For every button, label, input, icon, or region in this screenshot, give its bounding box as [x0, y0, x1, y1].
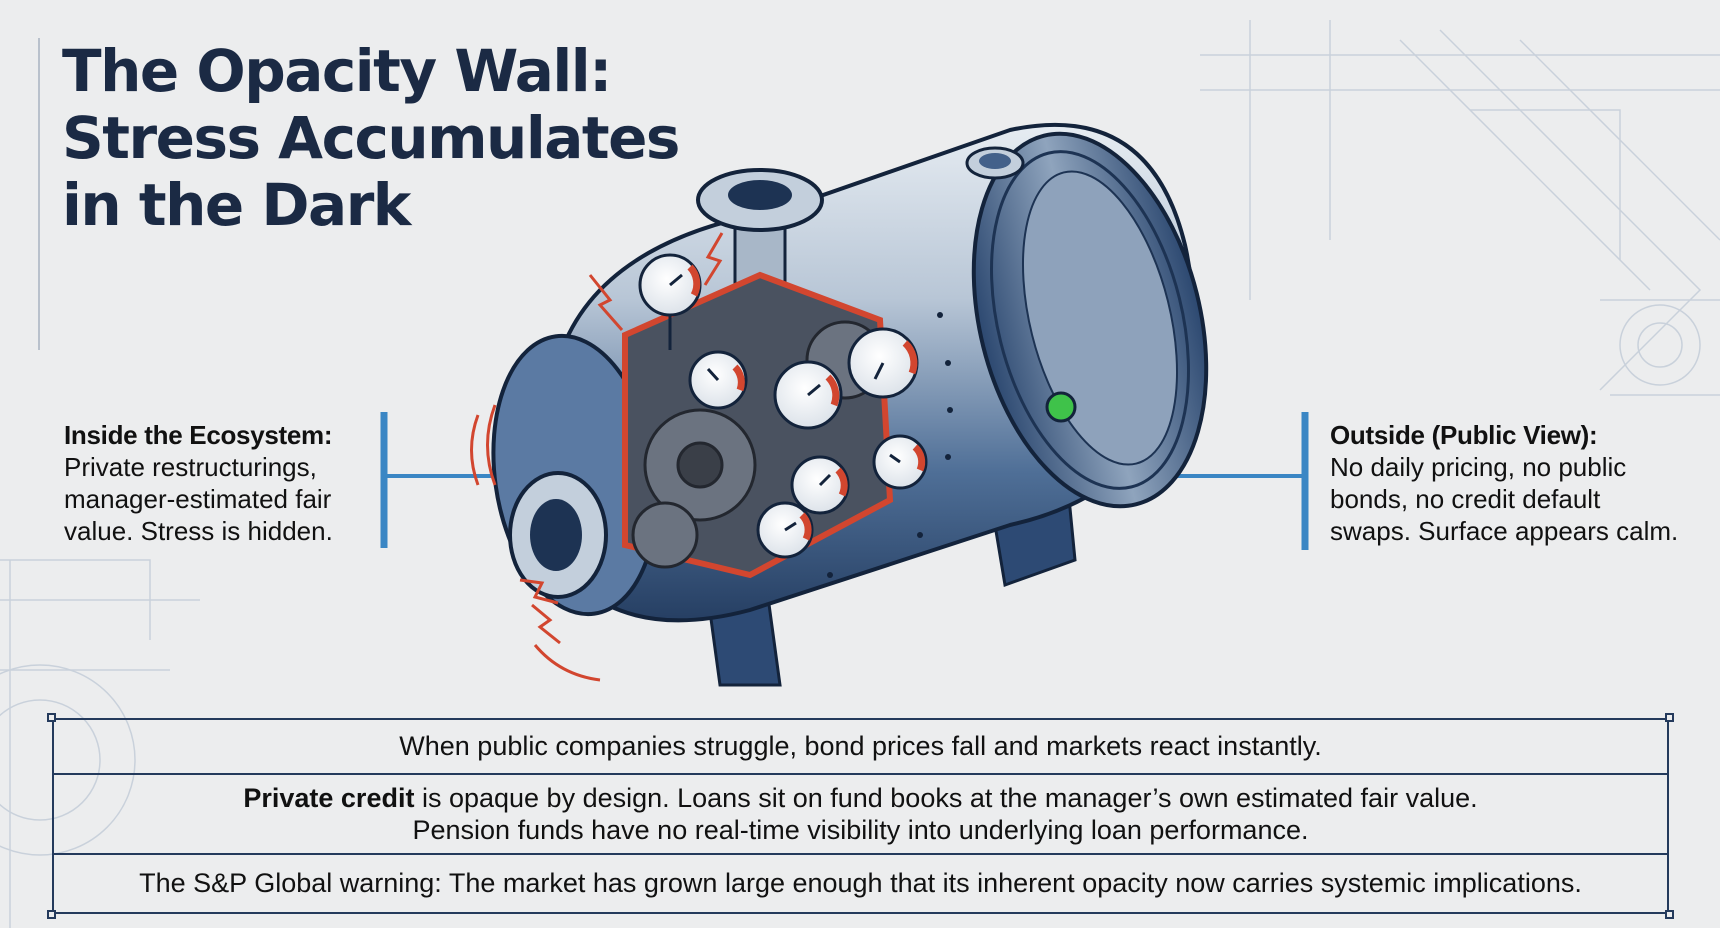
title-rule — [38, 38, 40, 350]
outside-public-view-callout: Outside (Public View): No daily pricing,… — [1330, 419, 1678, 547]
summary-panel: When public companies struggle, bond pri… — [47, 713, 1674, 919]
summary-row-divider — [52, 853, 1669, 855]
panel-corner-marker — [47, 713, 56, 722]
inside-line-2: manager-estimated fair — [64, 484, 332, 514]
page-title: The Opacity Wall: Stress Accumulates in … — [62, 37, 680, 239]
summary-row-private-credit: Private credit is opaque by design. Loan… — [52, 774, 1669, 854]
outside-line-1: No daily pricing, no public — [1330, 452, 1627, 482]
inside-line-3: value. Stress is hidden. — [64, 516, 333, 546]
outside-heading: Outside (Public View): — [1330, 420, 1598, 450]
summary-row-divider — [52, 773, 1669, 775]
inside-heading: Inside the Ecosystem: — [64, 420, 333, 450]
title-line-3: in the Dark — [62, 171, 411, 239]
panel-corner-marker — [1665, 910, 1674, 919]
outside-line-2: bonds, no credit default — [1330, 484, 1601, 514]
private-credit-term: Private credit — [243, 783, 415, 813]
summary-row-public-companies: When public companies struggle, bond pri… — [399, 731, 1322, 761]
inside-ecosystem-callout: Inside the Ecosystem: Private restructur… — [64, 419, 333, 547]
title-line-1: The Opacity Wall: — [62, 37, 612, 105]
private-credit-line-2: Pension funds have no real-time visibili… — [412, 815, 1309, 845]
summary-panel-frame — [52, 718, 1669, 914]
private-credit-line-1: Private credit is opaque by design. Loan… — [52, 782, 1669, 814]
summary-row-sp-warning: The S&P Global warning: The market has g… — [139, 868, 1582, 898]
private-credit-description: is opaque by design. Loans sit on fund b… — [414, 783, 1478, 813]
stress-spark-2 — [703, 232, 724, 286]
stress-spark-3 — [519, 578, 559, 605]
panel-corner-marker — [47, 910, 56, 919]
pressure-vessel-illustration — [470, 122, 1209, 687]
outside-line-3: swaps. Surface appears calm. — [1330, 516, 1679, 546]
inside-line-1: Private restructurings, — [64, 452, 317, 482]
stress-spark-4 — [531, 603, 561, 645]
title-line-2: Stress Accumulates — [62, 104, 680, 172]
stress-spark-1 — [588, 274, 624, 331]
gear-small — [631, 501, 699, 569]
vessel-end-cap-ring — [990, 150, 1190, 490]
green-indicator-light — [1045, 391, 1077, 423]
panel-corner-marker — [1665, 713, 1674, 722]
